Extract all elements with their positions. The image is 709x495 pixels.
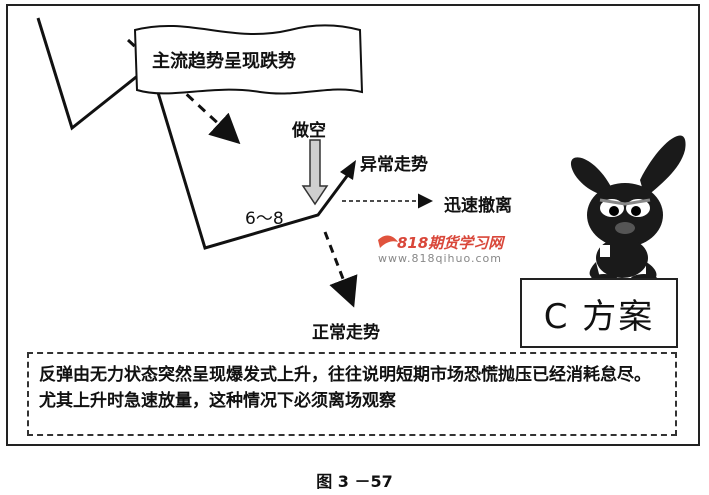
abnormal-arrowhead <box>340 160 356 180</box>
flag-shape <box>133 24 364 95</box>
rabbit-mascot <box>570 135 686 286</box>
note-box: 反弹由无力状态突然呈现爆发式上升，往往说明短期市场恐慌抛压已经消耗怠尽。尤其上升… <box>27 352 677 436</box>
label-range: 6～8 <box>245 209 284 229</box>
watermark-logo <box>378 235 398 248</box>
label-exit: 迅速撤离 <box>444 196 512 216</box>
normal-arrow <box>323 231 358 308</box>
watermark-title: 818期货学习网 <box>397 234 504 252</box>
watermark-url: www.818qihuo.com <box>378 252 502 265</box>
figure-caption: 图 3 －57 <box>316 472 393 491</box>
price-line <box>36 17 352 250</box>
label-short: 做空 <box>292 121 326 141</box>
plan-box: C 方案 <box>520 278 678 348</box>
label-normal: 正常走势 <box>312 323 380 343</box>
short-arrow <box>301 139 329 206</box>
label-abnormal: 异常走势 <box>360 155 428 175</box>
flag-title: 主流趋势呈现跌势 <box>152 51 296 72</box>
